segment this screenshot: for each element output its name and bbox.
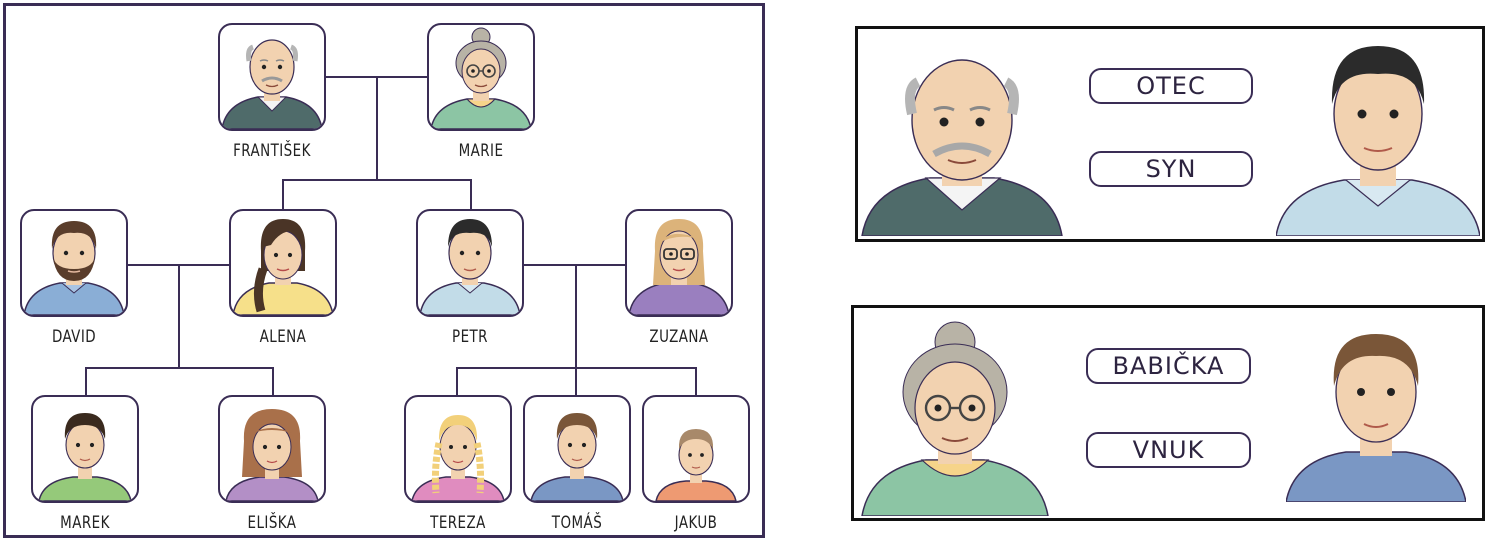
name-eliska: ELIŠKA (247, 513, 297, 533)
relation-label-babicka: BABIČKA (1086, 348, 1251, 384)
bearded-man-avatar-icon (23, 221, 125, 315)
name-jakub: JAKUB (674, 513, 718, 533)
portrait-tereza[interactable] (404, 395, 512, 503)
boy-avatar-icon (38, 413, 132, 501)
name-alena: ALENA (259, 327, 307, 347)
name-marek: MAREK (60, 513, 110, 533)
name-frantisek: FRANTIŠEK (233, 141, 311, 161)
toddler-avatar-icon (655, 429, 737, 501)
portrait-zuzana[interactable] (625, 209, 733, 317)
boy-avatar-icon (530, 413, 624, 501)
man-avatar-icon (419, 219, 521, 315)
portrait-petr[interactable] (416, 209, 524, 317)
grandpa-avatar-icon (221, 39, 323, 129)
name-david: DAVID (51, 327, 97, 347)
portrait-jakub[interactable] (642, 395, 750, 503)
portrait-eliska[interactable] (218, 395, 326, 503)
name-tomas: TOMÁŠ (551, 513, 603, 533)
relation-label-syn: SYN (1089, 151, 1253, 187)
name-petr: PETR (452, 327, 488, 347)
girl-braids-avatar-icon (411, 415, 505, 501)
name-zuzana: ZUZANA (649, 327, 709, 347)
girl-avatar-icon (225, 409, 319, 501)
portrait-marie[interactable] (427, 23, 535, 131)
woman-avatar-icon (232, 219, 334, 315)
portrait-frantisek[interactable] (218, 23, 326, 131)
grandma-avatar-icon (430, 27, 532, 129)
son-large-icon (1276, 46, 1480, 236)
woman-glasses-avatar-icon (628, 219, 730, 315)
relation-label-vnuk: VNUK (1086, 432, 1251, 468)
grandson-large-icon (1286, 334, 1466, 502)
grandmother-large-icon (861, 321, 1049, 516)
portrait-marek[interactable] (31, 395, 139, 503)
name-tereza: TEREZA (430, 513, 486, 533)
portrait-alena[interactable] (229, 209, 337, 317)
name-marie: MARIE (458, 141, 504, 161)
relation-label-otec: OTEC (1089, 68, 1253, 104)
grandfather-large-icon (861, 59, 1063, 236)
portrait-tomas[interactable] (523, 395, 631, 503)
portrait-david[interactable] (20, 209, 128, 317)
